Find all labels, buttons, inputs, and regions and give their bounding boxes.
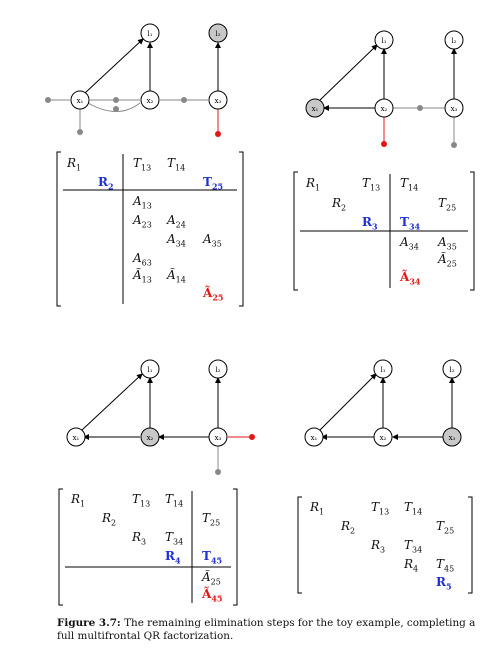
label-x1: x₁ <box>77 97 84 105</box>
node-x3 <box>208 427 228 447</box>
entry-R3: R3 <box>132 530 147 547</box>
node-l1 <box>374 30 394 50</box>
node-l2 <box>208 23 228 43</box>
label-x3: x₃ <box>449 434 456 442</box>
entry-T13: T13 <box>133 156 152 173</box>
matrix-step-4: R1 T13 T14 R2 T25 R3 T34 R4 T45 R5 <box>296 495 476 597</box>
label-x1: x₁ <box>73 434 80 442</box>
entry-A25t: Ã25 <box>202 570 221 587</box>
node-x2 <box>140 90 160 110</box>
node-x1 <box>305 98 325 118</box>
entry-A63: A63 <box>133 251 152 268</box>
entry-T34: T34 <box>404 538 423 555</box>
matrix-step-1: R1 T13 T14 R2 T25 A13 A23 A24 A34 A35 A6… <box>55 150 245 310</box>
entry-A14t: Ã14 <box>167 268 186 285</box>
node-l1 <box>140 23 160 43</box>
label-l1: l₁ <box>380 366 385 374</box>
factor-graph-step-4: x₁ x₂ x₃ l₁ l₂ <box>304 359 462 447</box>
entry-R2: R2 <box>341 519 356 536</box>
label-x3: x₃ <box>215 97 222 105</box>
factor-graph-step-3: x₁ x₂ x₃ l₁ l₂ <box>66 359 255 475</box>
entry-R4: R4 <box>404 557 419 574</box>
entry-A34: A34 <box>167 232 186 249</box>
entry-T45: T45 <box>202 549 223 566</box>
node-x1 <box>66 427 86 447</box>
entry-A45t: Ã45 <box>202 587 223 604</box>
label-l1: l₁ <box>147 366 152 374</box>
entry-T34: T34 <box>165 530 184 547</box>
entry-T13: T13 <box>371 500 390 517</box>
label-l1: l₁ <box>147 30 152 38</box>
entry-A13: A13 <box>133 194 152 211</box>
entry-T14: T14 <box>165 492 184 509</box>
entry-R1: R1 <box>71 492 86 509</box>
entry-A25t: Ã25 <box>438 252 457 269</box>
entry-T14: T14 <box>167 156 186 173</box>
label-x2: x₂ <box>147 97 154 105</box>
entry-A24: A24 <box>167 213 186 230</box>
entry-A34: A34 <box>400 235 419 252</box>
entry-A25t: Ã25 <box>203 286 224 303</box>
entry-T34: T34 <box>400 215 421 232</box>
entry-R2: R2 <box>98 175 114 192</box>
node-x3 <box>208 90 228 110</box>
matrix-step-3: R1 T13 T14 R2 T25 R3 T34 R4 T45 Ã25 Ã45 <box>57 487 242 609</box>
entry-A35: A35 <box>438 235 457 252</box>
entry-T25: T25 <box>203 175 224 192</box>
entry-A34t: Ã34 <box>400 270 421 287</box>
label-x3: x₃ <box>215 434 222 442</box>
node-l2 <box>444 30 464 50</box>
node-x1 <box>70 90 90 110</box>
figure-caption: Figure 3.7: The remaining elimination st… <box>57 617 487 643</box>
label-l2: l₂ <box>449 366 454 374</box>
node-l1 <box>140 359 160 379</box>
factor-graph-step-2: x₁ x₂ x₃ l₁ l₂ <box>305 30 464 148</box>
entry-R1: R1 <box>67 156 82 173</box>
caption-text: The remaining elimination steps for the … <box>57 617 476 642</box>
entry-R1: R1 <box>310 500 325 517</box>
entry-R5: R5 <box>436 575 452 592</box>
entry-A13t: Ã13 <box>133 268 152 285</box>
label-l1: l₁ <box>381 37 386 45</box>
caption-label: Figure 3.7: <box>57 617 121 629</box>
label-x1: x₁ <box>311 434 318 442</box>
label-x2: x₂ <box>147 434 154 442</box>
entry-T25: T25 <box>436 519 455 536</box>
node-x2 <box>140 427 160 447</box>
entry-A23: A23 <box>133 213 152 230</box>
label-l2: l₂ <box>215 366 220 374</box>
entry-R2: R2 <box>332 196 347 213</box>
entry-R3: R3 <box>371 538 386 555</box>
entry-R3: R3 <box>362 215 378 232</box>
entry-T14: T14 <box>404 500 423 517</box>
factor-graph-step-1: x₁ x₂ x₃ l₁ l₂ <box>45 23 228 137</box>
entry-R2: R2 <box>102 511 117 528</box>
node-l1 <box>373 359 393 379</box>
entry-A35: A35 <box>203 232 222 249</box>
entry-T13: T13 <box>132 492 151 509</box>
entry-T25: T25 <box>438 196 457 213</box>
entry-T45: T45 <box>436 557 455 574</box>
label-l2: l₂ <box>451 37 456 45</box>
label-x2: x₂ <box>381 105 388 113</box>
label-x2: x₂ <box>380 434 387 442</box>
node-x2 <box>373 427 393 447</box>
node-x3 <box>444 98 464 118</box>
node-x2 <box>374 98 394 118</box>
entry-T13: T13 <box>362 176 381 193</box>
entry-R1: R1 <box>306 176 321 193</box>
matrix-step-2: R1 T13 T14 R2 T25 R3 T34 A34 A35 Ã25 Ã34 <box>292 170 477 295</box>
node-x1 <box>304 427 324 447</box>
entry-T25: T25 <box>202 511 221 528</box>
node-l2 <box>442 359 462 379</box>
entry-R4: R4 <box>165 549 181 566</box>
node-l2 <box>208 359 228 379</box>
node-x3 <box>442 427 462 447</box>
label-l2: l₂ <box>215 30 220 38</box>
label-x1: x₁ <box>312 105 319 113</box>
label-x3: x₃ <box>451 105 458 113</box>
entry-T14: T14 <box>400 176 419 193</box>
